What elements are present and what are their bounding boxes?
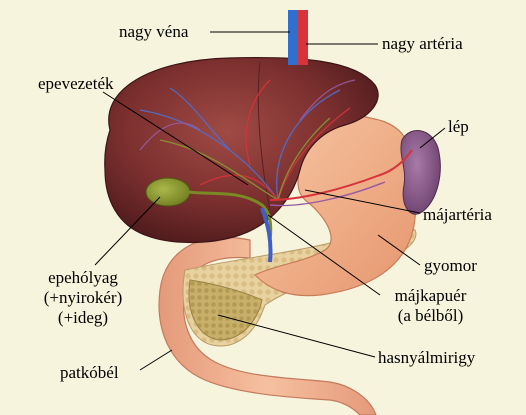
label-nagy-arteria: nagy artéria	[382, 34, 463, 54]
label-epeholyag: epehólyag (+nyirokér) (+ideg)	[28, 268, 138, 328]
gallbladder	[146, 178, 190, 206]
label-hasnyalmirigy: hasnyálmirigy	[378, 348, 475, 368]
label-majarteria: májartéria	[423, 205, 492, 225]
great-vein-vessel	[288, 10, 298, 65]
label-gyomor: gyomor	[424, 256, 477, 276]
label-epevezetek: epevezeték	[38, 74, 114, 94]
spleen	[401, 131, 440, 215]
label-epeholyag-line3: (+ideg)	[28, 308, 138, 328]
label-patkobel: patkóbél	[60, 363, 119, 383]
label-epeholyag-line2: (+nyirokér)	[28, 288, 138, 308]
leader-patkobel	[140, 350, 172, 370]
label-epeholyag-line1: epehólyag	[28, 268, 138, 288]
label-majkapuer-line2: (a bélből)	[378, 306, 483, 326]
label-lep: lép	[448, 117, 469, 137]
great-artery-vessel	[298, 10, 308, 65]
label-majkapuer: májkapuér (a bélből)	[378, 286, 483, 326]
label-nagy-vena: nagy véna	[119, 22, 188, 42]
label-majkapuer-line1: májkapuér	[378, 286, 483, 306]
